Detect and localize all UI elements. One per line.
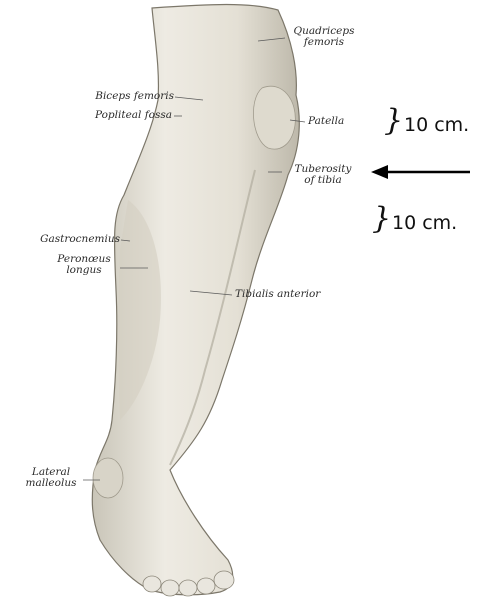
label-popliteal-fossa: Popliteal fossa — [40, 110, 172, 121]
lower-measurement: 10 cm. — [392, 212, 457, 234]
label-peronaeus: Peronœus longus — [46, 254, 122, 276]
upper-brace-icon: } — [384, 106, 403, 136]
label-quadriceps-line2: femoris — [282, 37, 366, 48]
label-lateral-malleolus: Lateral malleolus — [18, 467, 84, 489]
label-peronaeus-line2: longus — [46, 265, 122, 276]
label-tuberosity-line2: of tibia — [282, 175, 364, 186]
malleolus-shape — [93, 458, 123, 498]
upper-measurement: 10 cm. — [404, 114, 469, 136]
label-patella: Patella — [308, 116, 344, 127]
label-biceps-femoris: Biceps femoris — [40, 91, 174, 102]
label-lateral-line2: malleolus — [18, 478, 84, 489]
left-arrow — [371, 165, 470, 179]
label-quadriceps: Quadriceps femoris — [282, 26, 366, 48]
label-gastrocnemius: Gastrocnemius — [4, 234, 120, 245]
label-tibialis-anterior: Tibialis anterior — [235, 289, 320, 300]
label-tuberosity: Tuberosity of tibia — [282, 164, 364, 186]
lower-brace-icon: } — [372, 204, 391, 234]
